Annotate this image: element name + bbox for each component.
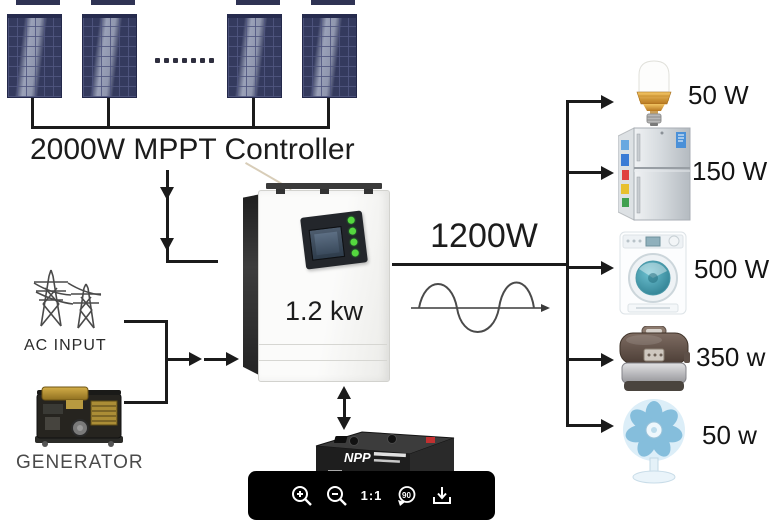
sine-wave-icon [411,281,550,333]
status-led [347,216,356,225]
inverter-output-wire [392,263,569,266]
zoom-out-button[interactable] [324,483,350,509]
status-led [350,238,358,246]
download-button[interactable] [429,483,455,509]
ac-input-label: AC INPUT [24,337,107,354]
panel-top-stub [311,0,355,5]
washer-power-label: 500 W [694,254,770,284]
inverter-seam [259,344,387,345]
inverter-power-label: 1.2 kw [284,296,364,326]
panel-wire [327,98,330,128]
refrigerator-power-label: 150 W [692,156,768,186]
battery-brand-label: NPP [344,450,371,465]
panel-top-stub [16,0,60,5]
inverter-mount-tab [320,189,329,194]
zoom-in-button[interactable] [289,483,315,509]
generator-icon [35,386,123,447]
inverter-display-panel [300,210,368,270]
power-grid-towers-icon [33,269,102,329]
washing-machine-icon [619,231,687,315]
actual-size-label: 1:1 [360,488,383,503]
led-bulb-icon [636,60,672,126]
fan-power-label: 50 w [702,420,757,450]
generator-label: GENERATOR [16,452,144,473]
output-power-label: 1200W [430,217,538,255]
panel-wire [107,98,110,128]
refrigerator-icon [618,127,691,221]
inverter-lcd-screen [308,226,346,261]
fan-icon [623,399,685,484]
bulb-power-label: 50 W [688,80,749,110]
status-led [351,249,360,257]
solar-panel [302,14,357,98]
rotate-90-icon [397,485,415,506]
inverter-mount-tab [276,189,285,194]
solar-panel [82,14,137,98]
panel-wire [31,98,34,128]
inverter-side-panel [243,194,261,376]
inverter-mount-tab [364,189,373,194]
panel-top-stub [236,0,280,5]
status-led [348,227,357,236]
solar-panel [227,14,282,98]
rice-cooker-icon [619,326,690,391]
inverter-mount-bar [266,183,382,189]
inverter-seam [259,360,387,361]
cooker-power-label: 350 w [696,342,766,372]
zoom-in-icon [291,485,312,506]
mppt-controller-label: 2000W MPPT Controller [30,133,355,166]
actual-size-button[interactable]: 1:1 [359,483,385,509]
panel-bus-wire [31,126,330,129]
panel-wire [252,98,255,128]
rotate-90-button[interactable]: 90 [394,483,420,509]
panel-top-stub [91,0,135,5]
rotate-90-label: 90 [402,491,411,500]
image-viewer-toolbar: 1:1 90 [248,471,495,520]
download-icon [432,486,451,504]
solar-panel [7,14,62,98]
zoom-out-icon [326,485,347,506]
